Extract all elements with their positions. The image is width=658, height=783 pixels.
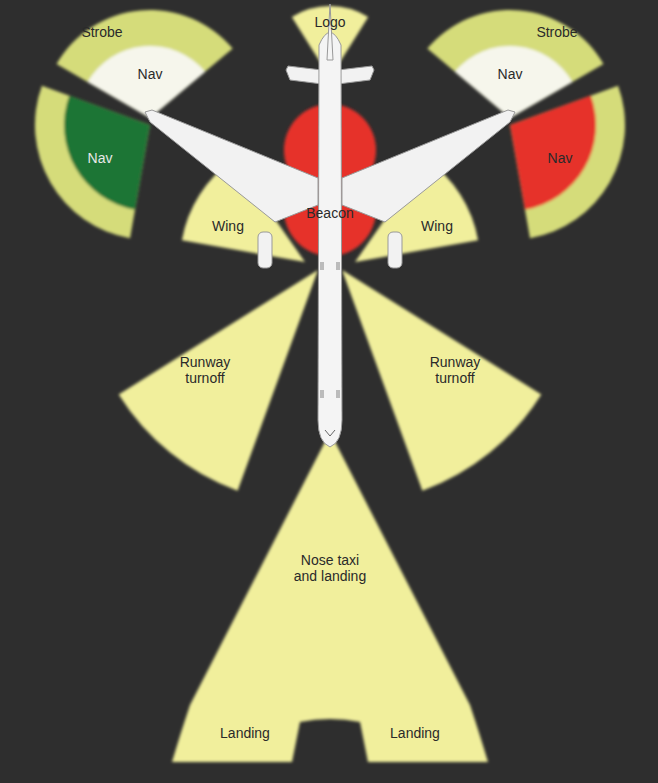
runway-turnoff-beam bbox=[342, 270, 541, 491]
nose-taxi-landing-label: Nose taxi and landing bbox=[292, 552, 368, 584]
right-stabilizer bbox=[338, 66, 374, 84]
nav-white-beam bbox=[455, 46, 573, 118]
cockpit bbox=[325, 430, 335, 436]
runway-turnoff-beam bbox=[119, 270, 318, 491]
runway-turnoff-label: Runway turnoff bbox=[167, 354, 243, 386]
right-wing bbox=[342, 110, 515, 222]
beacon-label: Beacon bbox=[290, 205, 370, 221]
tail-fin bbox=[327, 4, 333, 60]
door bbox=[336, 390, 340, 398]
runway-turnoff-label: Runway turnoff bbox=[417, 354, 493, 386]
right-engine bbox=[388, 232, 402, 268]
nav-label: Nav bbox=[530, 150, 590, 166]
strobe-label: Strobe bbox=[57, 24, 147, 40]
left-engine bbox=[258, 232, 272, 268]
landing-label: Landing bbox=[375, 725, 455, 741]
nav-label: Nav bbox=[70, 150, 130, 166]
door bbox=[336, 262, 340, 270]
door bbox=[320, 262, 324, 270]
nav-label: Nav bbox=[480, 66, 540, 82]
door bbox=[320, 390, 324, 398]
strobe-label: Strobe bbox=[512, 24, 602, 40]
strobe-beam bbox=[510, 86, 625, 239]
wing-label: Wing bbox=[198, 218, 258, 234]
nav-green-beam bbox=[64, 96, 150, 210]
nav-label: Nav bbox=[120, 66, 180, 82]
fuselage bbox=[318, 33, 342, 448]
strobe-beam bbox=[35, 86, 150, 239]
logo-label: Logo bbox=[300, 14, 360, 30]
nav-red-beam bbox=[510, 96, 596, 210]
wing-label: Wing bbox=[407, 218, 467, 234]
aircraft bbox=[145, 4, 515, 447]
nav-white-beam bbox=[88, 46, 206, 118]
landing-label: Landing bbox=[205, 725, 285, 741]
left-stabilizer bbox=[286, 66, 322, 84]
left-wing bbox=[145, 110, 318, 222]
